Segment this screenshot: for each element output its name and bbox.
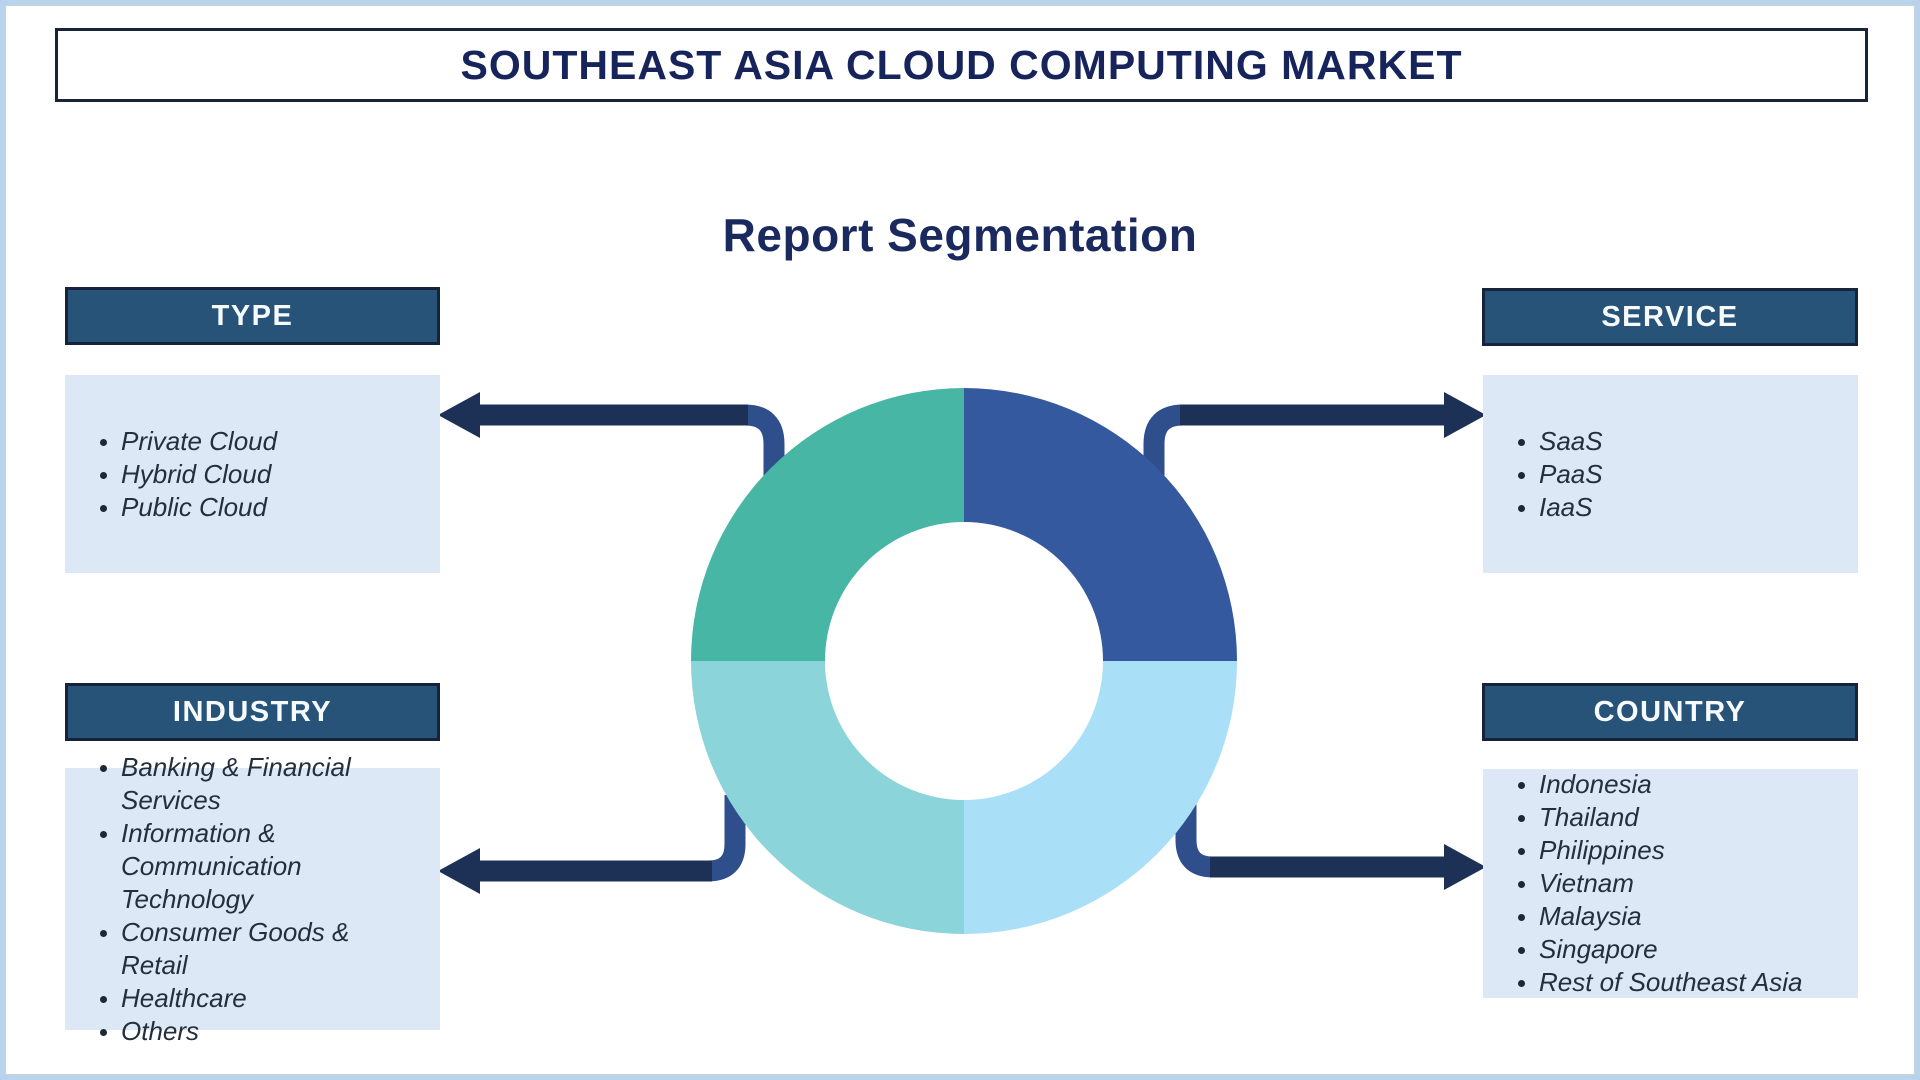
industry-header-label: INDUSTRY [172, 695, 333, 728]
arrowhead-type [438, 392, 480, 438]
report-title: SOUTHEAST ASIA CLOUD COMPUTING MARKET [460, 41, 1463, 88]
list-item: Healthcare [121, 982, 412, 1015]
donut-segment-type [691, 388, 964, 661]
list-item: Thailand [1539, 801, 1830, 834]
country-header-label: COUNTRY [1593, 695, 1747, 728]
list-item: Hybrid Cloud [121, 458, 412, 491]
type-header: TYPE [65, 287, 440, 345]
donut-segment-country [964, 661, 1237, 934]
type-list: Private CloudHybrid CloudPublic Cloud [65, 425, 440, 524]
service-header-label: SERVICE [1601, 300, 1739, 333]
report-title-box: SOUTHEAST ASIA CLOUD COMPUTING MARKET [55, 28, 1868, 102]
industry-list: Banking & Financial ServicesInformation … [65, 751, 440, 1048]
donut-segment-industry [691, 661, 964, 934]
country-header: COUNTRY [1482, 683, 1858, 741]
type-list-box: Private CloudHybrid CloudPublic Cloud [65, 375, 440, 573]
arrow-to-type [438, 392, 785, 515]
list-item: Malaysia [1539, 900, 1830, 933]
list-item: Banking & Financial Services [121, 751, 412, 817]
arrowhead-industry [438, 848, 480, 894]
donut-chart [691, 388, 1237, 934]
arrow-to-service [1143, 392, 1486, 515]
list-item: Private Cloud [121, 425, 412, 458]
arrow-to-industry [438, 795, 746, 894]
country-list-box: IndonesiaThailandPhilippinesVietnamMalay… [1483, 769, 1858, 998]
list-item: Philippines [1539, 834, 1830, 867]
donut-segment-service [964, 388, 1237, 661]
list-item: IaaS [1539, 491, 1830, 524]
list-item: Indonesia [1539, 768, 1830, 801]
service-header: SERVICE [1482, 288, 1858, 346]
industry-list-box: Banking & Financial ServicesInformation … [65, 752, 440, 1046]
subtitle-report-segmentation: Report Segmentation [722, 209, 1198, 261]
arrowhead-country [1444, 844, 1486, 890]
list-item: Information & Communication Technology [121, 817, 412, 916]
service-list-box: SaaSPaaSIaaS [1483, 375, 1858, 573]
list-item: Consumer Goods & Retail [121, 916, 412, 982]
list-item: Rest of Southeast Asia [1539, 966, 1830, 999]
list-item: PaaS [1539, 458, 1830, 491]
list-item: Singapore [1539, 933, 1830, 966]
list-item: Public Cloud [121, 491, 412, 524]
list-item: Others [121, 1015, 412, 1048]
arrow-to-country [1175, 795, 1486, 890]
list-item: SaaS [1539, 425, 1830, 458]
arrowhead-service [1444, 392, 1486, 438]
industry-header: INDUSTRY [65, 683, 440, 741]
country-list: IndonesiaThailandPhilippinesVietnamMalay… [1483, 768, 1858, 999]
list-item: Vietnam [1539, 867, 1830, 900]
type-header-label: TYPE [211, 299, 294, 332]
service-list: SaaSPaaSIaaS [1483, 425, 1858, 524]
